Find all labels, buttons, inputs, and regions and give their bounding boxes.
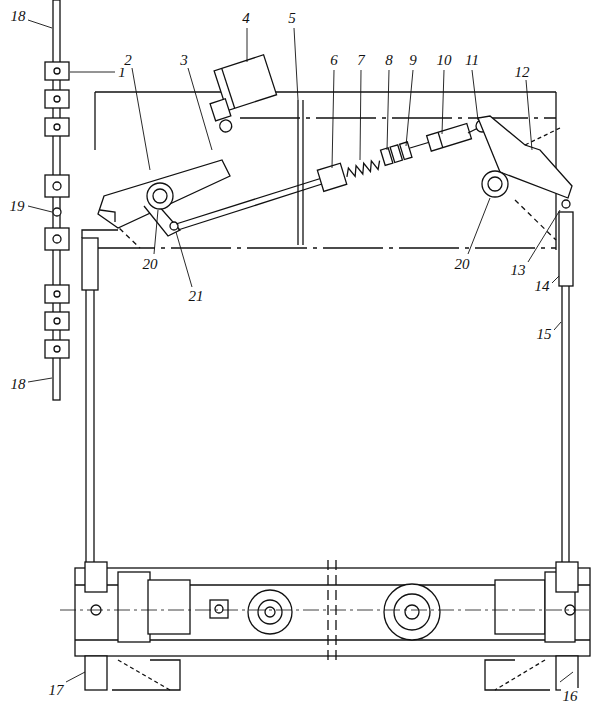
callout-number: 18 [9, 8, 28, 24]
callout-number: 8 [383, 52, 395, 68]
callout-number: 20 [141, 256, 160, 272]
callout-number: 9 [407, 52, 419, 68]
callout-number: 15 [535, 326, 554, 342]
callout-number: 21 [187, 288, 206, 304]
callout-number: 11 [463, 52, 481, 68]
callout-number: 5 [286, 10, 298, 26]
callout-number: 2 [122, 52, 134, 68]
callout-number: 12 [513, 64, 532, 80]
callout-number: 3 [178, 52, 190, 68]
callout-number: 17 [47, 682, 66, 698]
callout-number: 19 [8, 198, 27, 214]
callout-number: 14 [533, 278, 552, 294]
callout-number: 16 [561, 688, 580, 704]
callout-number: 6 [328, 52, 340, 68]
callout-number: 7 [355, 52, 367, 68]
callout-number: 20 [453, 256, 472, 272]
callout-number: 13 [509, 262, 528, 278]
callout-number: 10 [435, 52, 454, 68]
callout-number: 4 [240, 10, 252, 26]
callout-number: 18 [9, 376, 28, 392]
